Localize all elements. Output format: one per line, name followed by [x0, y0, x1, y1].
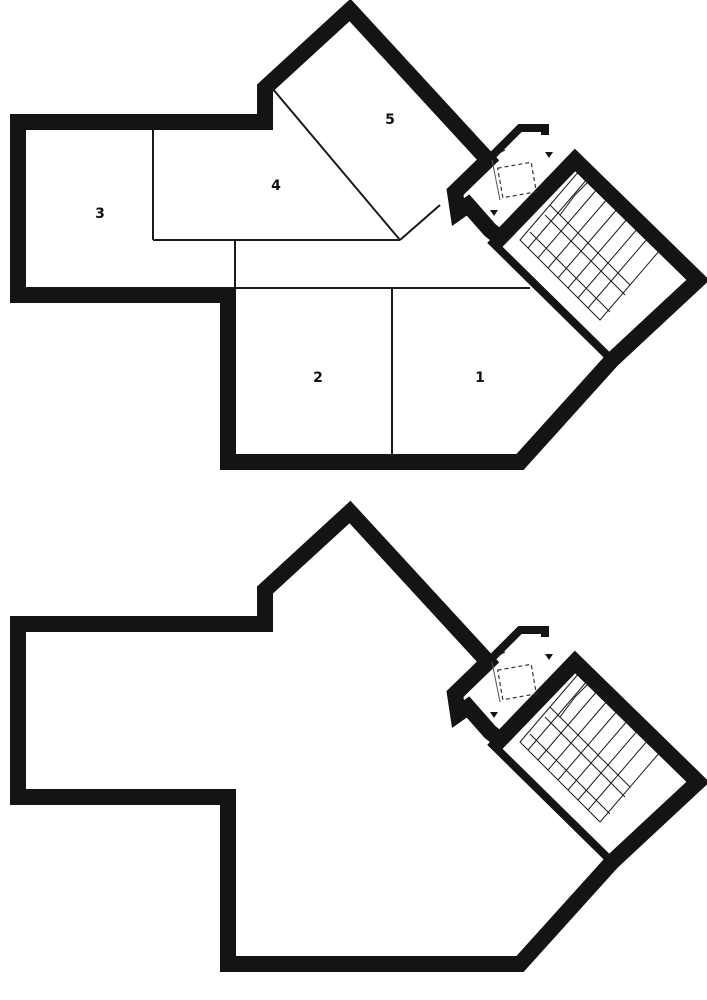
partitioned-plan: 1 2 3 4 5	[18, 10, 698, 462]
floor-shell-top	[18, 10, 698, 462]
open-plan	[18, 512, 698, 964]
partition-walls	[152, 87, 530, 455]
room-label-1: 1	[475, 370, 485, 386]
room-label-5: 5	[385, 112, 395, 128]
room-label-2: 2	[313, 370, 323, 386]
room-label-3: 3	[95, 206, 105, 222]
floor-shell-bottom	[18, 512, 698, 964]
room-label-4: 4	[271, 178, 281, 194]
